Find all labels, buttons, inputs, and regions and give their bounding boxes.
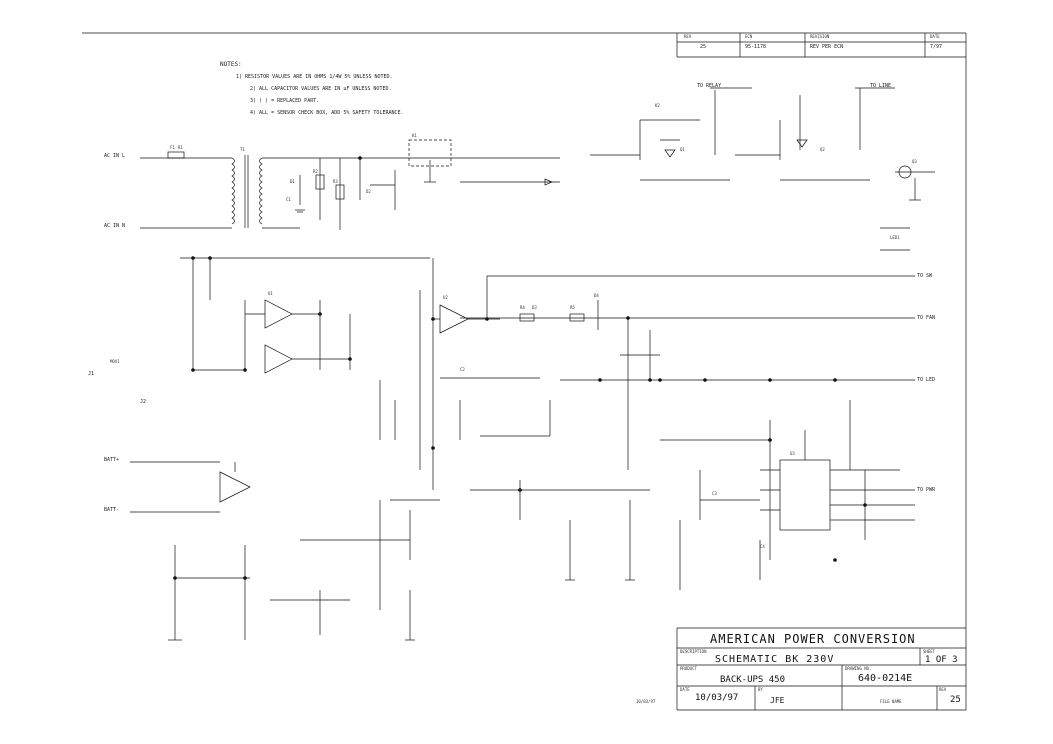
notes-line: 3) ( ) = REPLACED PART.: [250, 98, 320, 104]
connector-label: AC IN N: [104, 223, 126, 229]
refdes-label: D2: [366, 189, 371, 194]
refdes-label: U1: [268, 291, 273, 296]
revision-desc-label: REVISION: [810, 34, 830, 39]
refdes-label: LED1: [890, 235, 900, 240]
refdes-label: Q3: [912, 159, 917, 164]
refdes-label: U2: [443, 295, 448, 300]
notes-heading: NOTES:: [220, 61, 242, 68]
by-value: JFE: [770, 696, 785, 705]
refdes-label: K1: [412, 133, 417, 138]
rev-value: 25: [700, 44, 707, 50]
refdes-label: C4: [760, 544, 765, 549]
ecn-label: ECN: [745, 34, 753, 39]
sheet-label: SHEET: [923, 649, 936, 654]
connector-label: J1: [88, 371, 95, 377]
ecn-value: 95-1178: [745, 44, 767, 50]
connector-label: TO FAN: [917, 315, 936, 321]
date-value: 10/03/97: [695, 693, 739, 703]
revision-date-value: 7/97: [930, 44, 943, 50]
refdes-label: K2: [655, 103, 660, 108]
corner-date: 10/03/97: [636, 699, 656, 704]
product-value: BACK-UPS 450: [720, 675, 786, 685]
description-label: DESCRIPTION: [680, 649, 707, 654]
refdes-label: R3: [333, 179, 338, 184]
refdes-label: Q2: [820, 147, 825, 152]
connector-label: BATT-: [104, 507, 120, 513]
notes-line: 2) ALL CAPACITOR VALUES ARE IN uF UNLESS…: [250, 86, 392, 92]
notes-line: 1) RESISTOR VALUES ARE IN OHMS 1/4W 5% U…: [236, 74, 393, 80]
refdes-label: F1: [170, 145, 175, 150]
refdes-label: C1: [286, 197, 291, 202]
refdes-label: C3: [712, 491, 717, 496]
date-label: DATE: [680, 687, 690, 692]
notes-line: 4) ALL = SENSOR CHECK BOX, ADD 5% SAFETY…: [250, 110, 404, 116]
revision-date-label: DATE: [930, 34, 940, 39]
connector-label: AC IN L: [104, 153, 126, 159]
product-label: PRODUCT: [680, 666, 697, 671]
drawing-number: 640-0214E: [858, 673, 913, 684]
company-name: AMERICAN POWER CONVERSION: [710, 632, 916, 646]
connector-label: J2: [140, 399, 147, 405]
refdes-label: D1: [290, 179, 295, 184]
sheet-value: 1 OF 3: [925, 655, 958, 665]
refdes-label: U3: [790, 451, 795, 456]
refdes-label: T1: [240, 147, 245, 152]
connector-label: TO LINE: [870, 83, 892, 89]
refdes-label: R4: [520, 305, 525, 310]
refdes-label: R2: [313, 169, 318, 174]
refdes-label: C2: [460, 367, 465, 372]
by-label: BY: [758, 687, 763, 692]
drawing-number-label: DRAWING NO.: [845, 666, 872, 671]
refdes-label: R5: [570, 305, 575, 310]
rev-label: REV: [684, 34, 692, 39]
revision-desc-value: REV PER ECN: [810, 44, 844, 50]
connector-label: TO RELAY: [697, 83, 722, 89]
connector-label: TO LED: [917, 377, 936, 383]
rev-label-title: REV: [939, 687, 947, 692]
connector-label: BATT+: [104, 457, 120, 463]
drawing-title: SCHEMATIC BK 230V: [715, 654, 835, 665]
connector-label: TO PWR: [917, 487, 936, 493]
file-name-label: FILE NAME: [880, 699, 902, 704]
refdes-label: R1: [178, 145, 183, 150]
refdes-label: D3: [532, 305, 537, 310]
rev-value-title: 25: [950, 695, 961, 705]
refdes-label: MOV1: [110, 359, 120, 364]
connector-label: TO SW: [917, 273, 933, 279]
refdes-label: Q1: [680, 147, 685, 152]
refdes-label: D4: [594, 293, 599, 298]
